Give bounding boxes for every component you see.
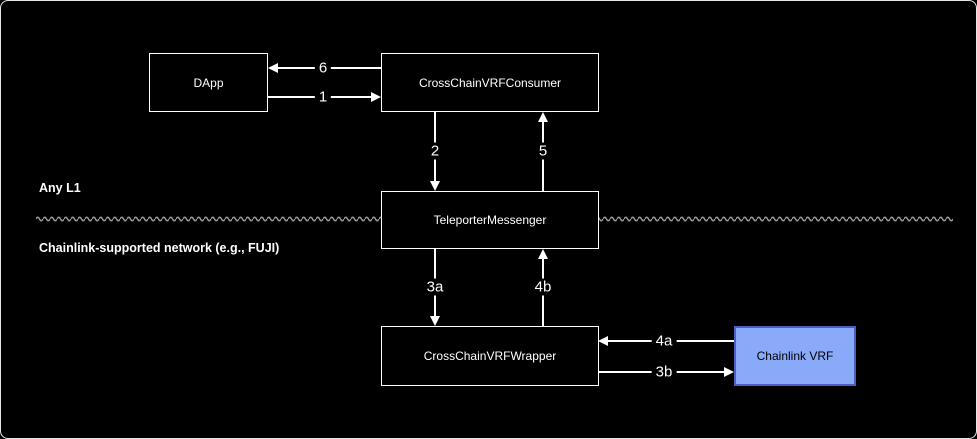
node-chainlink-vrf-label: Chainlink VRF <box>756 349 834 363</box>
node-crosschain-vrf-wrapper: CrossChainVRFWrapper <box>381 326 599 386</box>
node-consumer-label: CrossChainVRFConsumer <box>418 75 562 90</box>
node-crosschain-vrf-consumer: CrossChainVRFConsumer <box>381 53 599 112</box>
edge-4a-arrowhead-icon <box>598 336 608 346</box>
edge-3b-label: 3b <box>651 363 677 381</box>
edge-3a-label: 3a <box>422 278 448 296</box>
node-dapp: DApp <box>149 53 268 112</box>
edge-5-arrowhead-icon <box>538 112 548 122</box>
edge-1-arrowhead-icon <box>371 92 381 102</box>
edge-5-label: 5 <box>534 142 552 160</box>
edge-4a-label: 4a <box>651 332 677 350</box>
edge-2-arrowhead-icon <box>430 181 440 191</box>
node-teleporter-messenger: TeleporterMessenger <box>381 191 599 249</box>
node-wrapper-label: CrossChainVRFWrapper <box>423 349 557 363</box>
node-chainlink-vrf: Chainlink VRF <box>734 326 856 386</box>
edge-6-arrowhead-icon <box>268 63 278 73</box>
edge-1-label: 1 <box>314 88 332 106</box>
edge-2-label: 2 <box>426 142 444 160</box>
edge-6-label: 6 <box>314 59 332 77</box>
region-label-any-l1: Any L1 <box>39 181 81 195</box>
node-messenger-label: TeleporterMessenger <box>433 213 547 227</box>
edge-4b-label: 4b <box>530 278 556 296</box>
edge-3a-arrowhead-icon <box>430 316 440 326</box>
node-dapp-label: DApp <box>193 75 224 90</box>
region-label-chainlink-network: Chainlink-supported network (e.g., FUJI) <box>39 241 280 255</box>
edge-3b-arrowhead-icon <box>724 367 734 377</box>
edge-4b-arrowhead-icon <box>538 249 548 259</box>
